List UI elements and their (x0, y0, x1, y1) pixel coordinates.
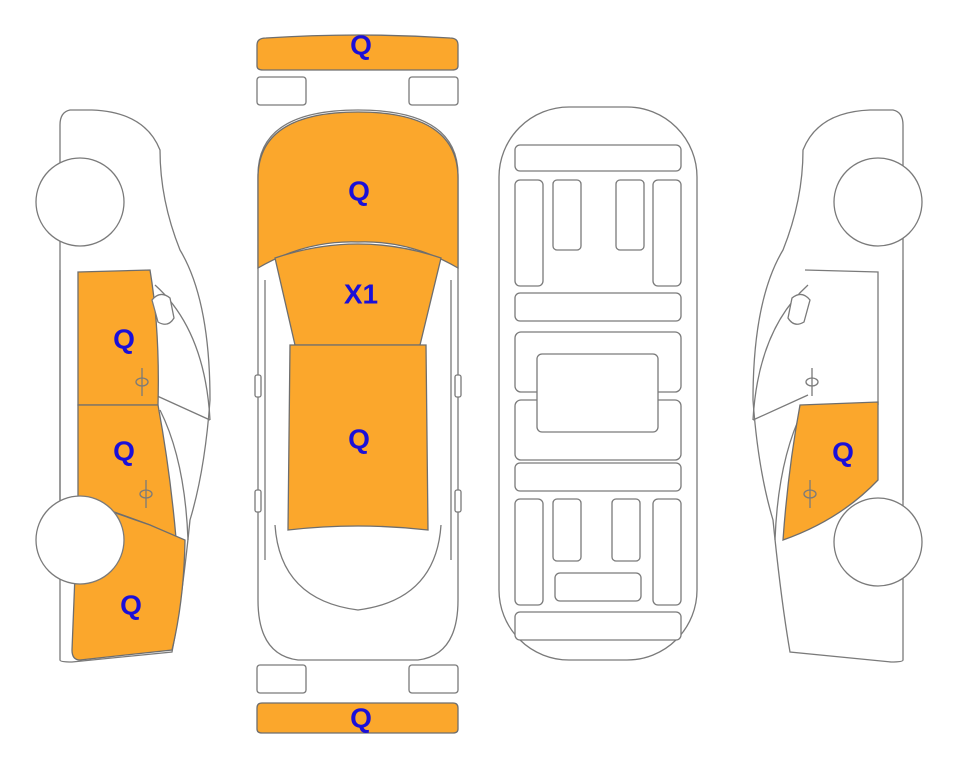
hood-panel[interactable] (257, 111, 459, 270)
left-front-door-handle (135, 368, 149, 396)
right-rear-door-label: Q (832, 437, 854, 468)
rear-right-light (408, 664, 459, 694)
front-bumper-label: Q (350, 30, 372, 61)
rear-bumper-panel[interactable] (256, 702, 459, 734)
right-rear-door-panel[interactable] (782, 401, 879, 541)
windshield-panel[interactable] (274, 243, 442, 346)
roof-label: Q (348, 424, 370, 455)
right-side-view (752, 109, 923, 663)
front-right-light (408, 76, 459, 106)
right-front-wheel (833, 157, 923, 247)
left-rear-quarter-label: Q (120, 590, 142, 621)
rear-left-light (256, 664, 307, 694)
right-mirror (787, 293, 811, 325)
left-rear-door-label: Q (113, 436, 135, 467)
right-front-door-handle (805, 368, 819, 396)
roof-panel[interactable] (287, 344, 429, 531)
left-front-wheel (35, 157, 125, 247)
right-rear-wheel (833, 497, 923, 587)
rear-bumper-label: Q (350, 703, 372, 734)
top-view (254, 34, 462, 734)
front-bumper-panel[interactable] (256, 34, 459, 71)
left-front-door-label: Q (113, 324, 135, 355)
front-left-light (256, 76, 307, 106)
damage-labels: Q Q X1 Q Q Q Q Q Q (113, 30, 854, 734)
left-mirror (151, 293, 175, 325)
underbody-view (498, 106, 698, 661)
left-rear-wheel (35, 495, 125, 585)
left-side-view (35, 109, 211, 663)
hood-label: Q (348, 176, 370, 207)
windshield-label: X1 (344, 279, 378, 310)
right-rear-door-handle (803, 480, 817, 508)
left-rear-door-handle (139, 480, 153, 508)
